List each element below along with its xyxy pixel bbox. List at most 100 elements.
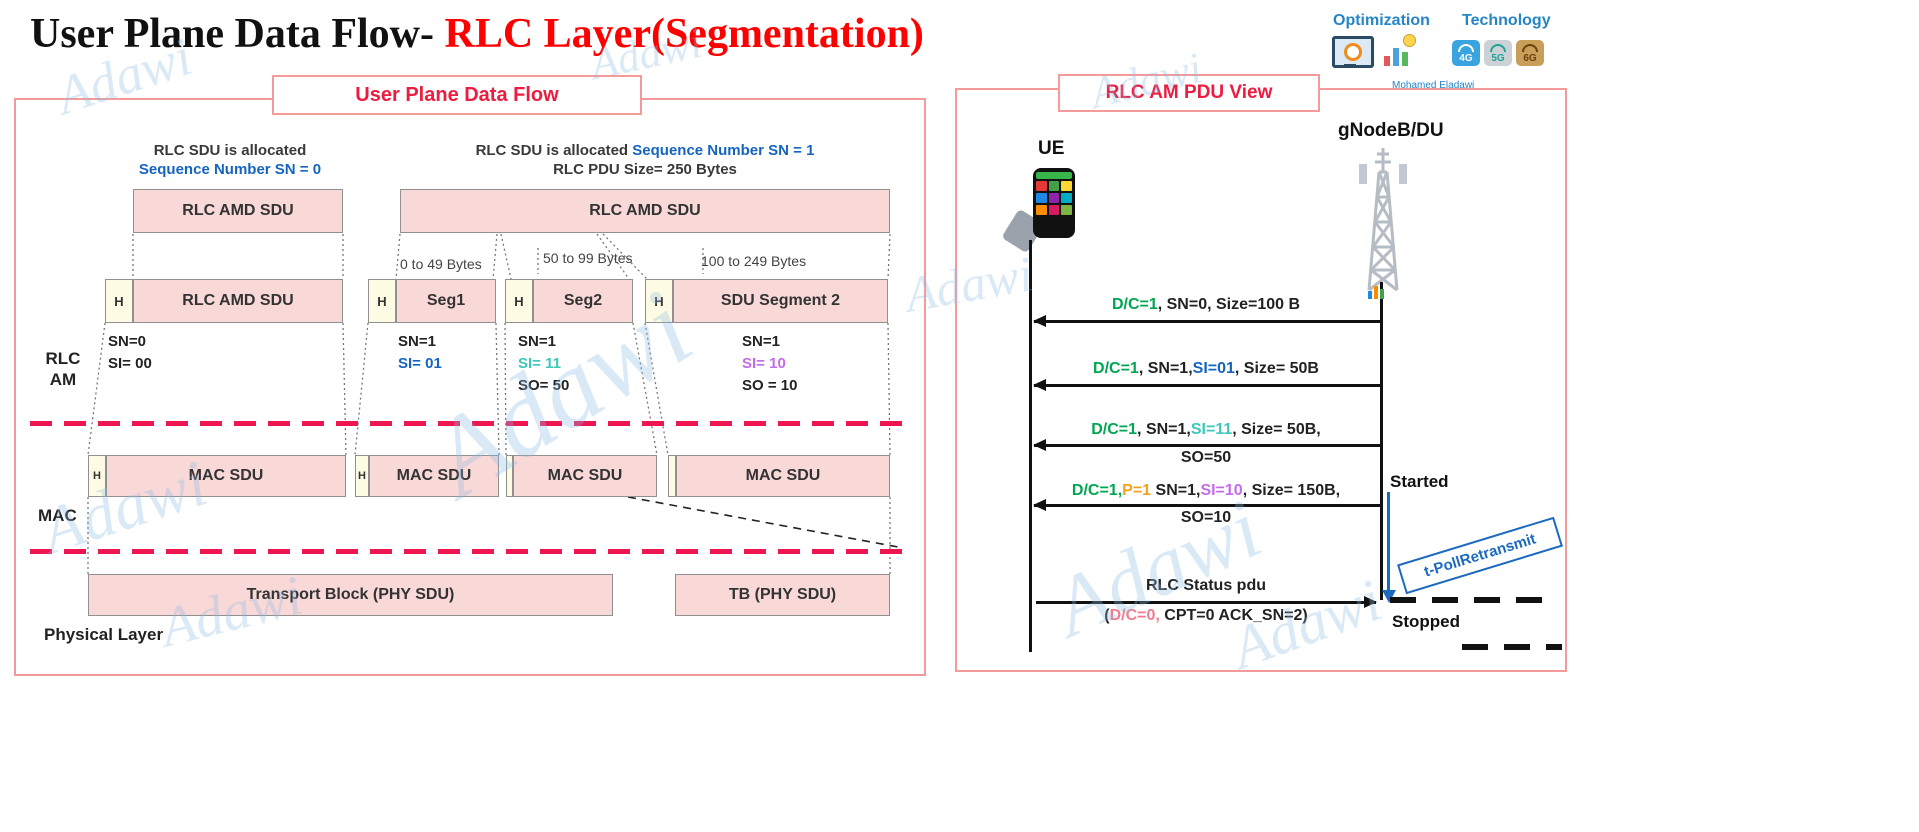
status-pdu-arrow <box>1036 596 1377 608</box>
ue-lifeline <box>1029 240 1032 652</box>
mac-header-box-4 <box>668 455 676 497</box>
rlc-am-pdu-panel-header: RLC AM PDU View <box>1058 74 1320 112</box>
sdu0-sn-si-label: SN=0 SI= 00 <box>108 331 152 375</box>
monitor-stand-icon <box>1344 64 1356 68</box>
msg3-text: D/C=1, SN=1,SI=11, Size= 50B, <box>1036 421 1376 439</box>
status-open: ( <box>1104 607 1110 624</box>
msg3-arrow <box>1033 439 1382 451</box>
transport-block-box: Transport Block (PHY SDU) <box>88 574 613 616</box>
seg2-header-box: H <box>505 279 533 323</box>
msg1-arrow <box>1033 315 1382 327</box>
msg3-so: SO=50 <box>1180 449 1232 466</box>
badge-4g: 4G <box>1452 40 1480 66</box>
msg1-dc: D/C=1 <box>1111 296 1158 313</box>
seg2-sn: SN=1 <box>518 333 556 350</box>
rlc-amd-pdu-box-0: RLC AMD SDU <box>133 279 343 323</box>
phone-app-grid <box>1036 181 1072 215</box>
msg3-mid: , SN=1, <box>1137 421 1191 438</box>
msg3-dc: D/C=1 <box>1091 421 1138 438</box>
seg1-header-box: H <box>368 279 396 323</box>
sdu1-caption-line1a: RLC SDU is allocated <box>475 142 633 159</box>
msg4-rest: , Size= 150B, <box>1242 482 1341 499</box>
status-dc: D/C=0, <box>1109 607 1160 624</box>
timer-stopped-label: Stopped <box>1392 612 1460 631</box>
msg2-dc: D/C=1 <box>1093 360 1139 377</box>
msg4-so: SO=10 <box>1180 509 1232 526</box>
rlc-am-layer-label: RLC AM <box>38 348 88 390</box>
seg3-labels: SN=1 SI= 10 SO = 10 <box>742 331 797 397</box>
status-pdu-detail: (D/C=0, CPT=0 ACK_SN=2) <box>1036 607 1376 625</box>
mac-sdu-box-1: MAC SDU <box>106 455 346 497</box>
timer-arrow <box>1381 492 1396 603</box>
seg1-box: Seg1 <box>396 279 496 323</box>
mac-layer-label: MAC <box>38 506 77 525</box>
rlc-label: RLC <box>45 349 81 368</box>
msg2-rest: , Size= 50B <box>1234 360 1319 377</box>
seg3-sn: SN=1 <box>742 333 780 350</box>
msg4-arrow <box>1033 499 1382 511</box>
seg1-si: SI= 01 <box>398 355 442 372</box>
msg1-text: D/C=1, SN=0, Size=100 B <box>1036 296 1376 314</box>
rlc-header-box-0: H <box>105 279 133 323</box>
gnodeb-lifeline <box>1380 282 1383 600</box>
sdu0-caption-line1: RLC SDU is allocated <box>153 142 307 159</box>
ue-phone-icon <box>1033 168 1075 238</box>
title-part-red: RLC Layer(Segmentation) <box>444 11 924 57</box>
timer-stop-marker <box>1390 597 1558 603</box>
sdu1-caption: RLC SDU is allocated Sequence Number SN … <box>400 141 890 179</box>
status-rest: CPT=0 ACK_SN=2) <box>1159 607 1308 624</box>
range-label-3: 100 to 249 Bytes <box>701 253 807 269</box>
msg4-si: SI=10 <box>1200 482 1243 499</box>
rlc-mac-separator <box>30 421 904 426</box>
range-label-2: 50 to 99 Bytes <box>543 250 633 266</box>
badge-6g-label: 6G <box>1523 53 1537 64</box>
seg2-so: SO= 50 <box>518 377 570 394</box>
title-part-black: User Plane Data Flow- <box>30 11 445 57</box>
msg4-text: D/C=1,P=1 SN=1,SI=10, Size= 150B, <box>1036 482 1376 500</box>
rlc-amd-sdu-box-1: RLC AMD SDU <box>400 189 890 233</box>
mac-sdu-box-4: MAC SDU <box>676 455 890 497</box>
target-icon <box>1344 43 1362 61</box>
sdu1-caption-line2: RLC PDU Size= 250 Bytes <box>553 161 737 178</box>
seg3-box: SDU Segment 2 <box>673 279 888 323</box>
msg2-text: D/C=1, SN=1,SI=01, Size= 50B <box>1036 360 1376 378</box>
page-title: User Plane Data Flow- RLC Layer(Segmenta… <box>30 10 924 58</box>
user-plane-panel-header: User Plane Data Flow <box>272 75 642 115</box>
gnodeb-label: gNodeB/DU <box>1338 120 1444 141</box>
msg2-arrow <box>1033 379 1382 391</box>
msg3-si: SI=11 <box>1190 421 1233 438</box>
badge-6g: 6G <box>1516 40 1544 66</box>
seg1-labels: SN=1 SI= 01 <box>398 331 442 375</box>
gnodeb-tower-icon <box>1359 148 1407 292</box>
sdu0-caption-line2: Sequence Number SN = 0 <box>138 161 322 178</box>
brand-technology-label: Technology <box>1462 12 1551 29</box>
bulb-icon <box>1403 34 1416 47</box>
seg2-si: SI= 11 <box>518 355 561 372</box>
mac-sdu-box-2: MAC SDU <box>369 455 499 497</box>
badge-5g: 5G <box>1484 40 1512 66</box>
badge-5g-label: 5G <box>1491 53 1505 64</box>
physical-layer-label: Physical Layer <box>44 625 164 644</box>
seg3-so: SO = 10 <box>742 377 798 394</box>
brand-optimization-label: Optimization <box>1333 12 1430 29</box>
am-label: AM <box>49 370 77 389</box>
ue-label: UE <box>1038 138 1065 159</box>
seg3-header-box: H <box>645 279 673 323</box>
mac-header-box-2: H <box>355 455 369 497</box>
seg3-si: SI= 10 <box>742 355 786 372</box>
badge-4g-label: 4G <box>1459 53 1473 64</box>
bars-icon <box>1384 48 1408 66</box>
msg3-rest: , Size= 50B, <box>1232 421 1321 438</box>
msg2-si: SI=01 <box>1192 360 1235 377</box>
seg2-labels: SN=1 SI= 11 SO= 50 <box>518 331 569 397</box>
msg1-rest: , SN=0, Size=100 B <box>1157 296 1301 313</box>
msg2-mid: , SN=1, <box>1138 360 1193 377</box>
sdu0-caption: RLC SDU is allocated Sequence Number SN … <box>105 141 355 179</box>
rlc-amd-sdu-box-0: RLC AMD SDU <box>133 189 343 233</box>
msg4-mid: SN=1, <box>1151 482 1201 499</box>
tower-chart-icon <box>1368 286 1384 299</box>
kpi-chart-icon <box>1382 34 1416 68</box>
sdu0-si: SI= 00 <box>108 355 152 372</box>
sdu1-caption-line1b: Sequence Number SN = 1 <box>632 142 815 159</box>
